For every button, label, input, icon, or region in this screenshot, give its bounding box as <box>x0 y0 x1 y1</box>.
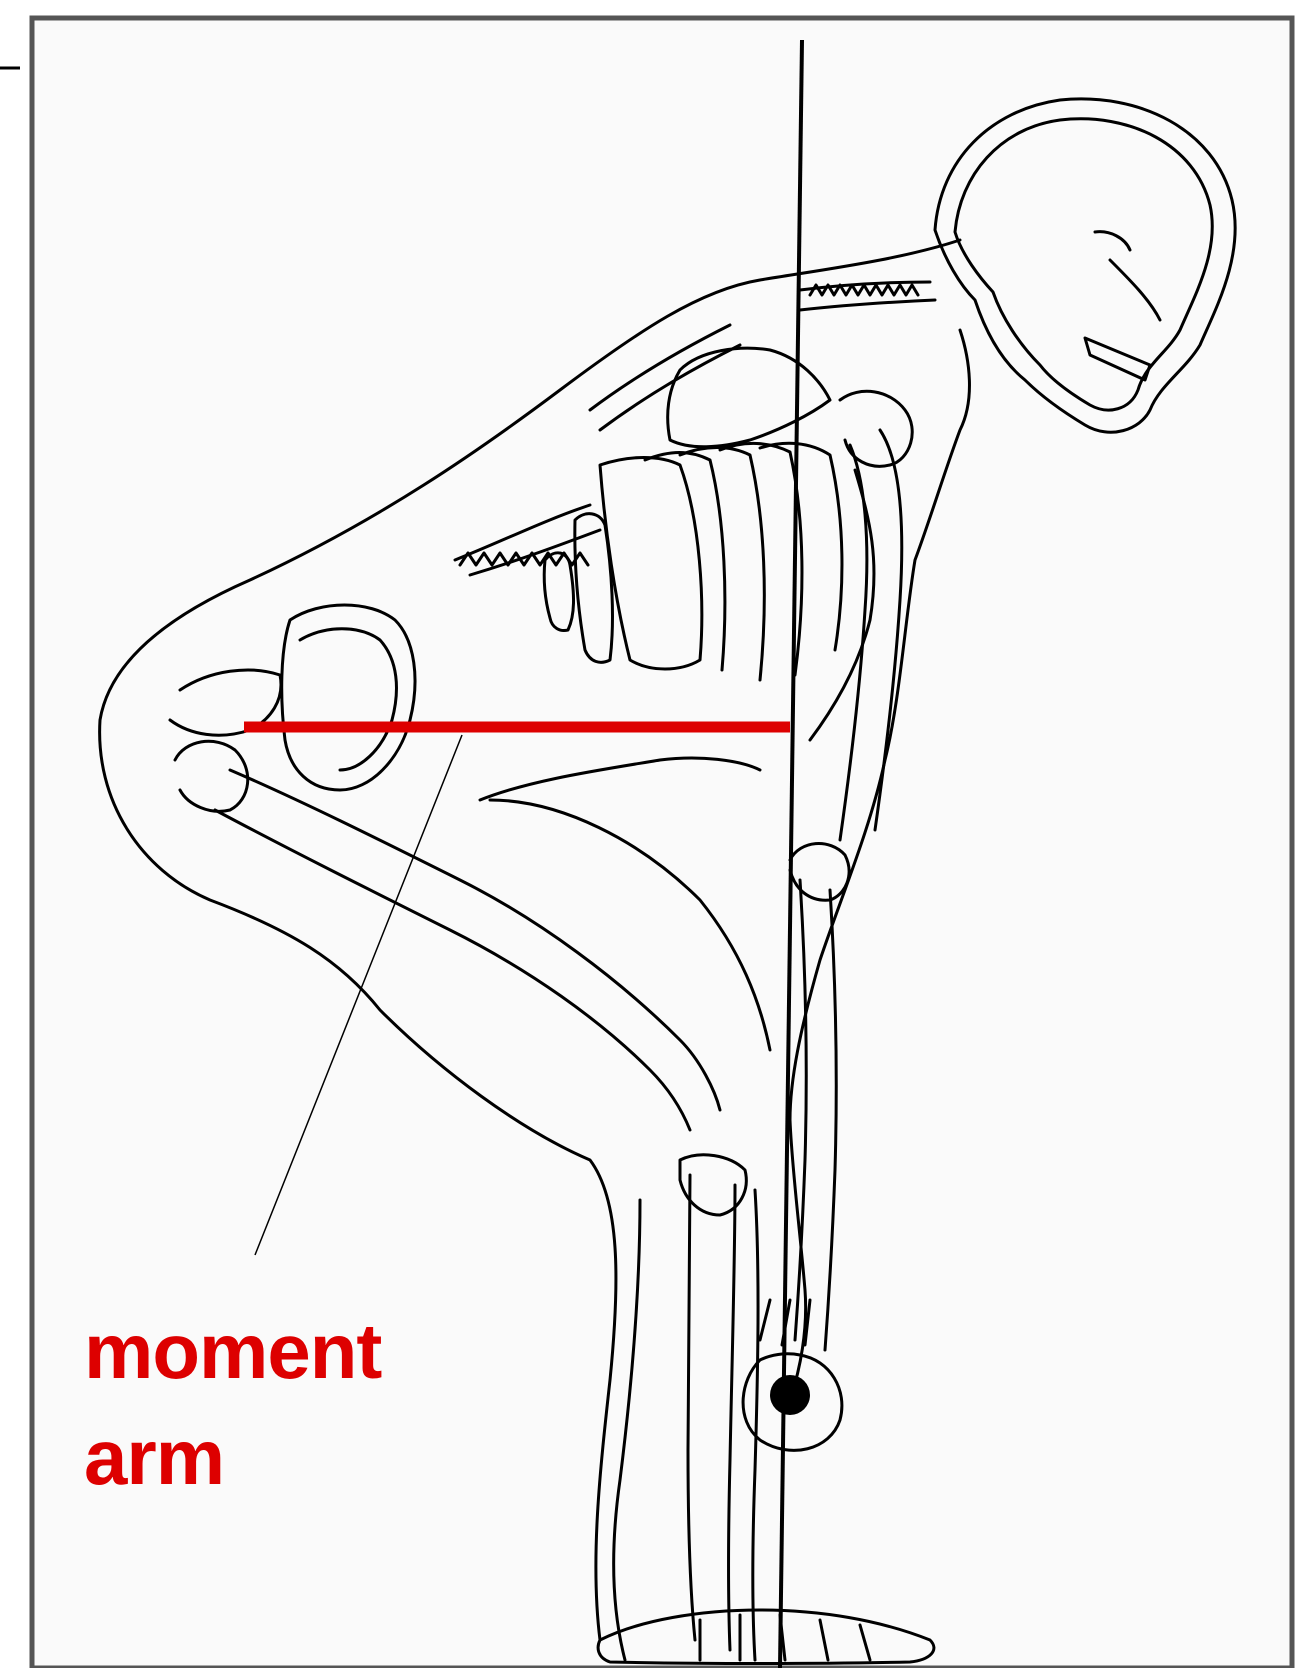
moment-arm-label-line-2: arm <box>84 1418 224 1496</box>
weight-icon <box>770 1375 810 1415</box>
moment-arm-label-line-1: moment <box>84 1312 381 1390</box>
